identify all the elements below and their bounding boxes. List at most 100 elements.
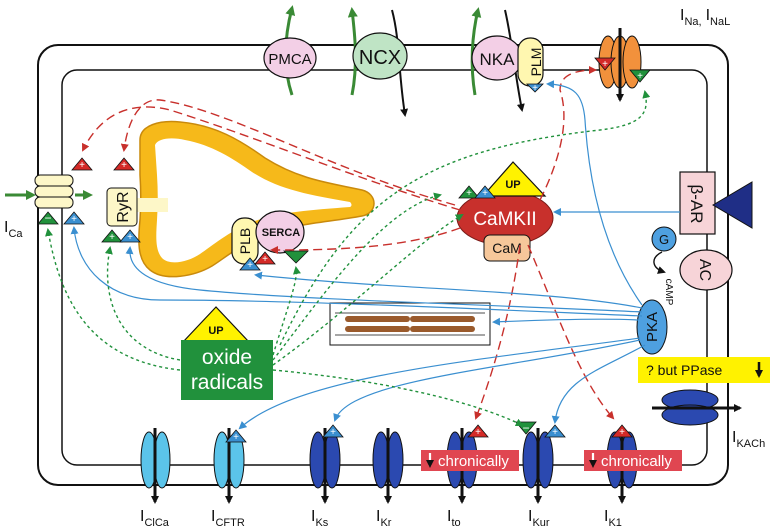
ito-camkii-plus: + — [475, 427, 481, 438]
svg-text:? but PPase: ? but PPase — [646, 362, 722, 378]
sr-junction — [128, 198, 168, 212]
ica-pka-site — [63, 211, 85, 225]
plb-camkii-plus: + — [262, 254, 268, 265]
ica-ox-site — [37, 211, 59, 225]
svg-text:chronically: chronically — [601, 453, 672, 470]
oxide-pathways — [45, 90, 651, 427]
svg-text:NKA: NKA — [480, 50, 516, 69]
ikach-label: IKACh — [732, 429, 765, 450]
pka-pathways — [70, 80, 680, 430]
ikr-channel — [372, 428, 404, 504]
ik1-label: IK1 — [604, 508, 622, 529]
ikur-channel — [522, 428, 554, 504]
ikur-pka-plus: + — [552, 427, 558, 438]
ikur-ox-minus: − — [522, 421, 529, 435]
camkii-ox-site — [458, 185, 480, 199]
oxide-radicals-box: oxide radicals — [181, 340, 273, 400]
camkii-pka-plus: + — [482, 188, 488, 199]
svg-text:PLB: PLB — [237, 228, 253, 254]
iks-pka-plus: + — [330, 427, 336, 438]
svg-text:NCX: NCX — [359, 47, 401, 69]
iks-pka-site — [322, 424, 344, 438]
svg-text:UP: UP — [208, 325, 223, 337]
oxide-up-triangle: UP — [181, 306, 251, 343]
camp-label: cAMP — [663, 279, 674, 306]
iclca-label: IClCa — [140, 508, 170, 529]
ppase-note: ? but PPase — [638, 357, 770, 383]
ryr-camkii-site — [113, 157, 135, 171]
icftr-pka-site — [225, 429, 247, 443]
outer-membrane — [37, 44, 729, 486]
camkii-kinase: CaMKII — [456, 190, 554, 246]
icftr-label: ICFTR — [211, 508, 245, 529]
ica-pka-plus: + — [71, 214, 77, 225]
ina-label: INa,INaL — [680, 7, 730, 28]
ryr-ox-plus: + — [109, 232, 115, 243]
ica-ox-minus: − — [44, 211, 51, 225]
chronically-badge-ik1: chronically — [584, 450, 682, 471]
ryr-pka-site — [119, 229, 141, 243]
beta-ar-receptor: β-AR — [679, 171, 716, 235]
svg-text:radicals: radicals — [191, 371, 263, 394]
svg-text:G: G — [659, 232, 669, 247]
svg-text:chronically: chronically — [438, 453, 509, 470]
ica-camkii-site — [71, 157, 93, 171]
cam-calmodulin: CaM — [483, 234, 531, 262]
svg-text:IClCa: IClCa — [140, 508, 170, 529]
ito-label: Ito — [447, 508, 461, 529]
adenylyl-cyclase: AC — [679, 249, 733, 291]
icftr-pka-plus: + — [233, 432, 239, 443]
camkii-pathways — [82, 66, 615, 420]
svg-text:β-AR: β-AR — [687, 184, 706, 223]
camkii-up-triangle: UP — [481, 161, 547, 197]
iclca-channel — [140, 428, 171, 504]
nka-transporter: NKA — [471, 35, 523, 81]
serca-pump: SERCA — [255, 210, 305, 254]
svg-text:PLM: PLM — [528, 48, 544, 77]
svg-text:ICFTR: ICFTR — [211, 508, 245, 529]
svg-text:IKur: IKur — [528, 508, 550, 529]
ina-camkii-plus: + — [602, 59, 608, 70]
ina-camkii-site — [594, 57, 616, 71]
plb-regulator: PLB — [231, 217, 259, 265]
ikach-channel — [652, 389, 742, 426]
pmca-transporter: PMCA — [263, 37, 317, 79]
svg-text:IK1: IK1 — [604, 508, 622, 529]
svg-text:SERCA: SERCA — [262, 227, 301, 239]
ikr-label: IKr — [376, 508, 392, 529]
ica-calcium-channel — [34, 174, 74, 209]
icftr-channel — [213, 428, 245, 504]
svg-text:INa,INaL: INa,INaL — [680, 7, 730, 28]
ryr-camkii-plus: + — [121, 160, 127, 171]
ncx-transporter: NCX — [352, 32, 408, 80]
svg-text:IKs: IKs — [311, 508, 329, 529]
nka-flux-arrow — [470, 7, 482, 96]
chronically-badge-ito: chronically — [421, 450, 519, 471]
ica-label: ICa — [4, 219, 23, 240]
ina-sodium-channel — [598, 28, 642, 102]
ryr-pka-plus: + — [127, 232, 133, 243]
svg-text:Ito: Ito — [447, 508, 461, 529]
ito-camkii-site — [467, 424, 489, 438]
agonist-triangle — [712, 181, 753, 229]
ryr-ox-site — [101, 229, 123, 243]
ikur-label: IKur — [528, 508, 550, 529]
plm-regulator: PLM — [517, 37, 544, 87]
ina-ox-site — [629, 69, 651, 83]
svg-text:CaMKII: CaMKII — [473, 209, 536, 230]
camkii-ox-plus: + — [466, 188, 472, 199]
svg-text:IKACh: IKACh — [732, 429, 765, 450]
svg-text:IKr: IKr — [376, 508, 392, 529]
serca-ox-site — [283, 250, 309, 264]
svg-text:PKA: PKA — [644, 312, 661, 342]
svg-text:RyR: RyR — [115, 191, 132, 222]
g-protein: G — [651, 226, 677, 252]
g-to-ac-arrow — [653, 251, 666, 274]
ik1-camkii-site — [611, 424, 633, 438]
myofilament — [329, 302, 491, 346]
plb-camkii-site — [254, 251, 276, 265]
svg-text:AC: AC — [696, 259, 713, 281]
ik1-camkii-plus: + — [619, 427, 625, 438]
iks-label: IKs — [311, 508, 329, 529]
